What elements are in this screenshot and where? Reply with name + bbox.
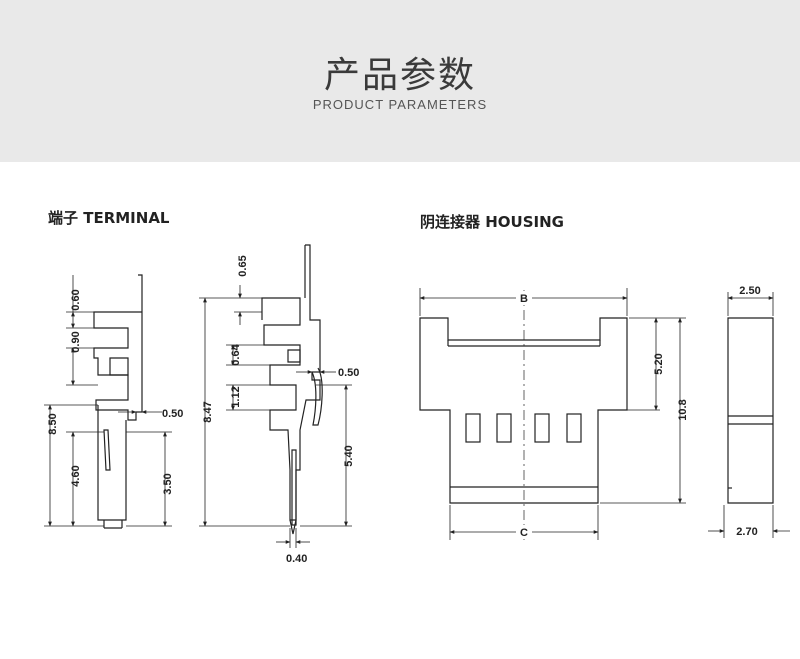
dim-0-50-side: 0.50 xyxy=(338,367,359,379)
dim-2-50: 2.50 xyxy=(739,285,760,297)
dim-0-50-front: 0.50 xyxy=(162,408,183,420)
dim-0-90: 0.90 xyxy=(70,331,82,352)
dim-5-20: 5.20 xyxy=(653,353,665,374)
dim-B: B xyxy=(520,293,528,305)
dim-4-60: 4.60 xyxy=(70,465,82,486)
dim-0-65: 0.65 xyxy=(237,255,249,276)
dim-2-70: 2.70 xyxy=(736,526,757,538)
terminal-front-view xyxy=(93,274,143,529)
dim-0-64: 0.64 xyxy=(230,343,242,365)
housing-label: 阴连接器 HOUSING xyxy=(420,213,564,231)
terminal-side-dimensions xyxy=(199,285,352,548)
terminal-front-dimensions xyxy=(44,275,172,527)
dim-8-50: 8.50 xyxy=(47,413,59,434)
terminal-side-view xyxy=(261,244,323,535)
dim-0-60: 0.60 xyxy=(70,289,82,310)
dim-10-8: 10.8 xyxy=(677,399,689,420)
dim-0-40: 0.40 xyxy=(286,553,307,565)
housing-front-view xyxy=(419,290,628,540)
terminal-label: 端子 TERMINAL xyxy=(48,209,170,227)
dim-1-12: 1.12 xyxy=(230,386,242,407)
dim-3-50: 3.50 xyxy=(162,473,174,494)
housing-side-dimensions xyxy=(708,292,790,538)
housing-front-dimensions xyxy=(419,288,686,540)
header-banner: 产品参数 PRODUCT PARAMETERS xyxy=(0,0,800,162)
page-title: 产品参数 xyxy=(323,55,476,96)
page-subtitle: PRODUCT PARAMETERS xyxy=(312,97,488,112)
housing-side-view xyxy=(727,317,774,504)
label-bg-b xyxy=(516,291,532,305)
dim-C: C xyxy=(520,527,528,539)
dim-8-47: 8.47 xyxy=(202,401,214,422)
label-bg-c xyxy=(516,525,532,539)
dim-5-40: 5.40 xyxy=(343,445,355,466)
